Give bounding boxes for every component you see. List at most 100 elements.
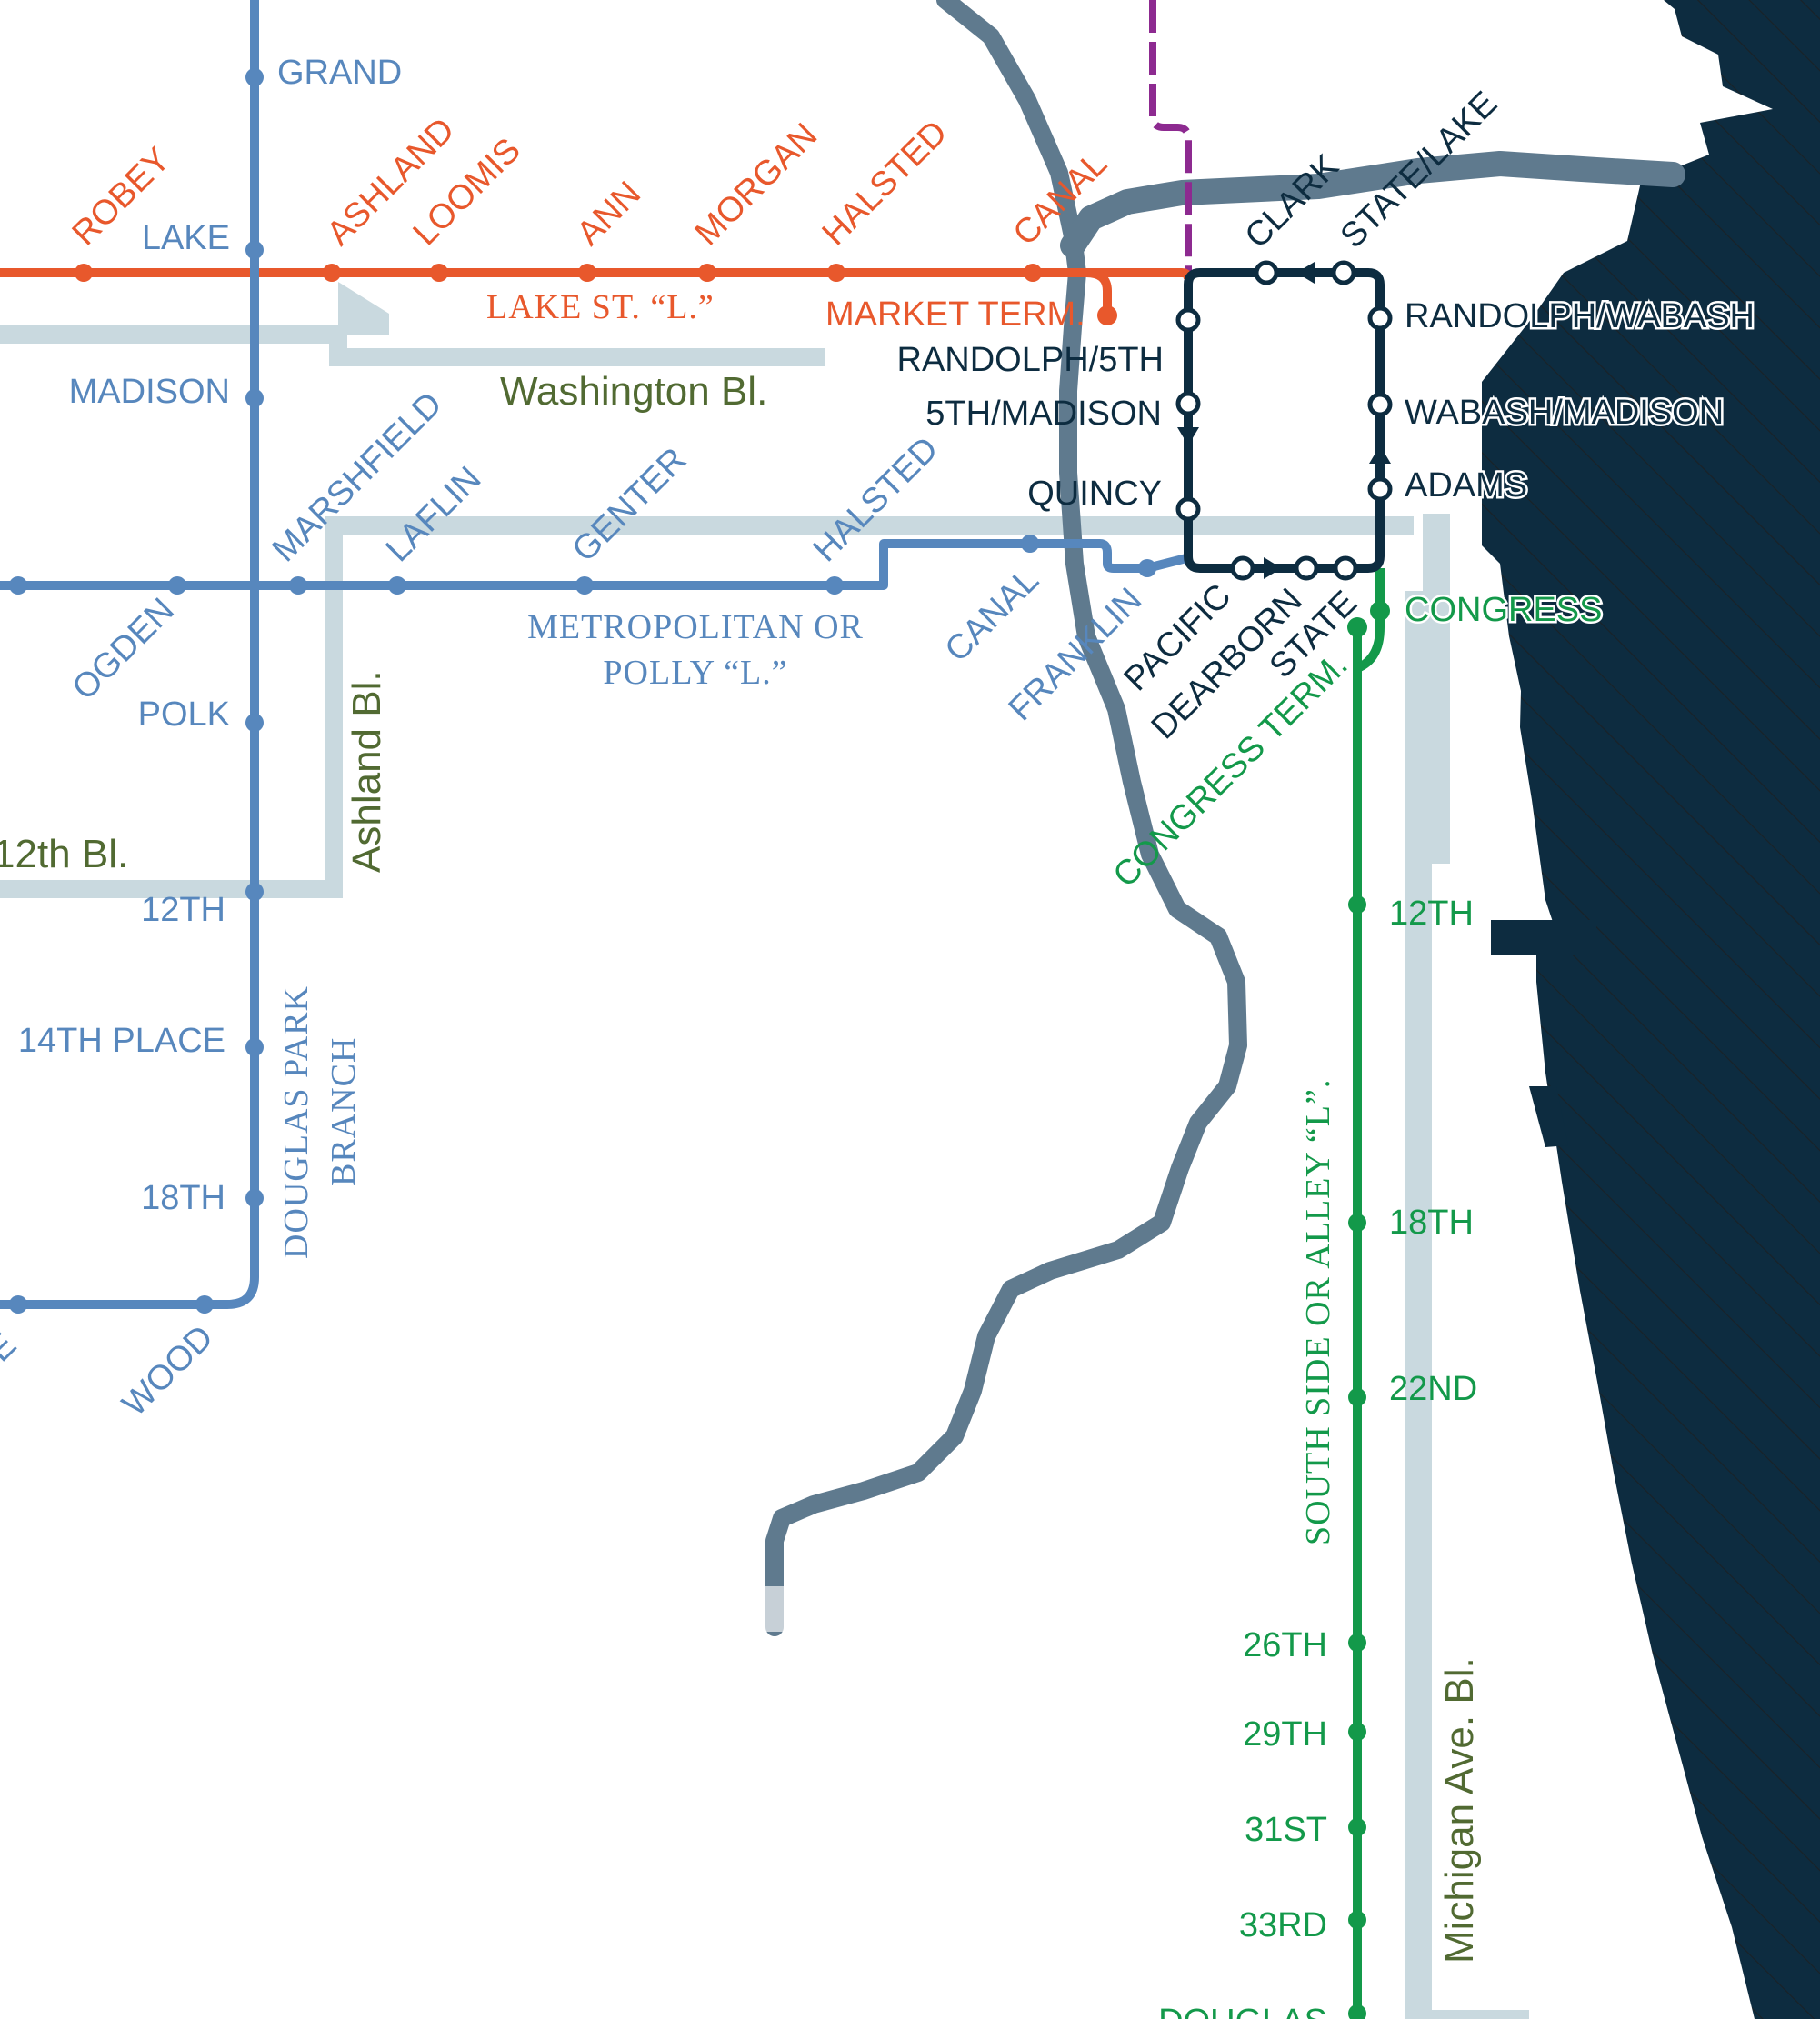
arrow-icon: [1177, 427, 1199, 445]
station-label: POLK: [138, 695, 230, 734]
loop-station-icon: [1294, 555, 1319, 581]
river-main-stem: [1060, 151, 1685, 258]
loop-station-icon: [1175, 496, 1201, 522]
label-michigan-ave-bl: Michigan Ave. Bl.: [1437, 1657, 1482, 1964]
station-dot-icon: [1348, 1214, 1366, 1232]
purple-line: [1149, 0, 1192, 273]
station-label: 31ST: [1245, 1811, 1327, 1849]
station-label: WOOD: [115, 1318, 221, 1424]
station-dot-icon: [245, 1038, 264, 1056]
station-label: 18TH: [1389, 1204, 1474, 1242]
station-dot-icon: [825, 576, 844, 595]
station-dot-icon: [1348, 1634, 1366, 1652]
station-dot-icon: [168, 576, 186, 595]
station-dot-icon: [245, 714, 264, 732]
station-label: LAKE: [142, 219, 230, 257]
station-label: 22ND: [1389, 1370, 1477, 1408]
station-label: HALSTED: [815, 114, 955, 254]
station-label: GENTER: [565, 441, 695, 570]
station-label: 14TH PLACE: [18, 1022, 225, 1060]
station-label: ADAMS: [1405, 466, 1527, 505]
station-label: QUINCY: [1027, 475, 1162, 513]
loop-station-icon: [1367, 305, 1393, 331]
south-side-connector: [1355, 568, 1385, 673]
label-12th-bl: 12th Bl.: [0, 832, 128, 876]
loop-station-icon: [1230, 555, 1255, 581]
label-ashland-bl: Ashland Bl.: [345, 670, 389, 873]
loop-station-icon: [1175, 307, 1201, 333]
station-label: MORGAN: [688, 116, 825, 254]
station-dot-icon: [75, 264, 93, 282]
station-dot-icon: [245, 68, 264, 86]
street-washington: [0, 325, 825, 366]
station-dot-icon: [578, 264, 596, 282]
arrow-icon: [1264, 557, 1282, 579]
loop-station-icon: [1367, 476, 1393, 502]
loop-station-icon: [1333, 555, 1358, 581]
station-dot-icon: [430, 264, 448, 282]
station-dot-icon: [245, 1189, 264, 1207]
station-dot-icon: [1348, 1818, 1366, 1836]
station-label: 26TH: [1243, 1626, 1327, 1664]
station-dot-icon: [388, 576, 406, 595]
station-dot-icon: [1348, 2004, 1366, 2019]
loop-station-icon: [1331, 260, 1356, 285]
station-label: 5TH/MADISON: [925, 395, 1162, 433]
douglas-branch: [0, 586, 259, 1309]
station-dot-icon: [245, 883, 264, 901]
station-dot-icon: [245, 389, 264, 407]
river-south-branch: [765, 264, 1247, 1636]
station-label: RANDOLPH/5TH: [897, 341, 1165, 379]
street-michigan: [1405, 514, 1450, 2019]
station-label: 18TH: [141, 1179, 225, 1217]
station-label: 33RD: [1239, 1906, 1327, 1944]
station-label: RANDOLPH/WABASH: [1405, 297, 1755, 335]
station-label: 12TH: [1389, 895, 1474, 933]
station-dot-icon: [195, 1295, 214, 1314]
label-lake-st-l: LAKE ST. “L.”: [486, 288, 715, 326]
market-terminal-spur: [1085, 268, 1112, 315]
label-douglas-park-2: BRANCH: [325, 1037, 363, 1186]
station-dot-icon: [1097, 305, 1117, 325]
station-dot-icon: [1021, 535, 1039, 553]
station-label: CANAL: [938, 561, 1046, 669]
station-label: OGDEN: [65, 591, 182, 707]
station-label: 12TH: [141, 891, 225, 929]
loop-direction-arrows: [1177, 262, 1391, 579]
street-12th: [0, 516, 1414, 898]
loop-station-icon: [1175, 391, 1201, 416]
station-dot-icon: [289, 576, 307, 595]
station-dot-icon: [323, 264, 341, 282]
station-label: MADISON: [69, 373, 230, 411]
station-label: GRAND: [277, 54, 402, 92]
station-dot-icon: [575, 576, 594, 595]
station-dot-icon: [1348, 1388, 1366, 1406]
met-main-line: [0, 539, 1188, 590]
label-douglas-park-1: DOUGLAS PARK: [277, 985, 315, 1259]
pier-slip: [1529, 1086, 1568, 1147]
station-dot-icon: [9, 576, 27, 595]
union-loop: [1184, 268, 1385, 573]
station-label: WABASH/MADISON: [1405, 394, 1724, 432]
station-label: HALSTED: [806, 430, 946, 570]
station-label: 29TH: [1243, 1715, 1327, 1754]
station-dot-icon: [1024, 264, 1042, 282]
station-label: E: [0, 1326, 24, 1370]
label-south-side-l: SOUTH SIDE OR ALLEY “L”.: [1299, 1079, 1337, 1545]
station-dot-icon: [1347, 617, 1367, 637]
station-dot-icon: [1348, 1911, 1366, 1929]
station-label: DOUGLAS: [1158, 2003, 1327, 2019]
station-label: ANN: [570, 175, 648, 253]
arrow-icon: [1369, 445, 1391, 464]
station-label: LAFLIN: [379, 460, 489, 570]
station-dot-icon: [1138, 559, 1156, 577]
label-metropolitan-l-1: METROPOLITAN OR: [527, 608, 864, 646]
station-dot-icon: [1348, 895, 1366, 914]
arrow-icon: [1296, 262, 1315, 284]
station-dot-icon: [245, 241, 264, 259]
station-dot-icon: [1370, 601, 1390, 621]
station-dot-icon: [698, 264, 716, 282]
station-label: CONGRESS: [1405, 591, 1602, 629]
lake-michigan: [1482, 0, 1820, 2019]
